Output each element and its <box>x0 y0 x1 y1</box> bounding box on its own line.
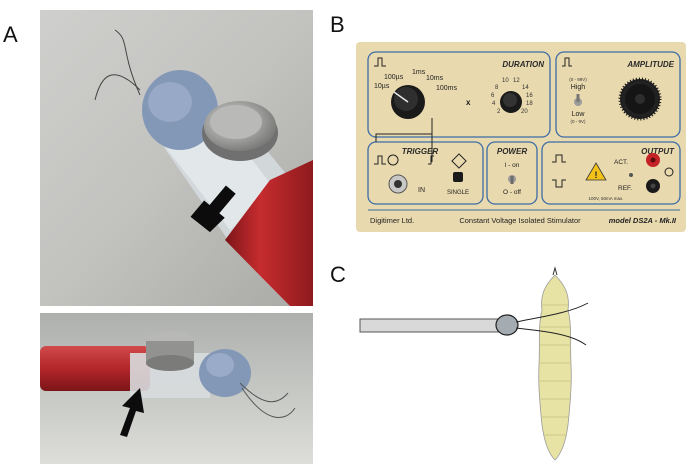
trigger-title: TRIGGER <box>402 147 439 156</box>
dial-number-20: 20 <box>521 109 528 115</box>
panel-letter-c: C <box>330 262 346 287</box>
svg-text:!: ! <box>595 170 598 180</box>
dial-number-6: 6 <box>491 93 495 99</box>
dial-number-2: 2 <box>497 109 501 115</box>
power-off-label: O - off <box>503 189 521 196</box>
electrode-holder-photo-top-image <box>40 10 313 306</box>
dial-number-18: 18 <box>526 101 533 107</box>
glass-capillary <box>359 318 509 333</box>
wire-upper <box>515 302 589 323</box>
amp-low-label: Low <box>572 111 586 118</box>
dial-number-14: 14 <box>522 85 529 91</box>
electrode-tip <box>495 314 519 336</box>
larva-body <box>538 266 572 461</box>
power-section <box>486 141 538 205</box>
amplitude-range-switch[interactable] <box>574 94 582 106</box>
active-output-label: ACT. <box>614 159 628 166</box>
trigger-single-label: SINGLE <box>447 190 469 196</box>
amplitude-knob[interactable] <box>618 77 662 121</box>
trigger-in-label: IN <box>418 187 425 194</box>
reference-output-label: REF. <box>618 185 632 192</box>
dial-number-12: 12 <box>513 78 520 84</box>
duration-title: DURATION <box>502 60 544 69</box>
trigger-input-icon <box>387 154 399 166</box>
power-switch[interactable] <box>508 175 516 184</box>
pulse-amplitude-icon <box>562 57 572 67</box>
panel-letter-a: A <box>3 22 18 47</box>
output-arrow-icon <box>664 167 674 177</box>
amp-high-label: High <box>571 84 586 91</box>
panel-letter-b: B <box>330 12 345 37</box>
multiplier-sign: x <box>466 98 471 107</box>
pulse-width-icon <box>374 57 386 67</box>
wire-lower <box>515 327 587 346</box>
range-label-10ms: 10ms <box>426 75 444 82</box>
amp-high-range: (0 - 99V) <box>569 77 587 82</box>
duration-multiplier-knob[interactable] <box>500 91 522 113</box>
amplitude-section <box>555 51 681 138</box>
range-label-100us: 100µs <box>384 74 404 81</box>
model-label: model DS2A - Mk.II <box>609 216 677 225</box>
dial-number-10: 10 <box>502 78 509 84</box>
trigger-edge-icon <box>428 155 434 165</box>
dial-number-16: 16 <box>526 93 533 99</box>
duration-range-knob[interactable] <box>391 85 425 119</box>
reference-output-socket[interactable] <box>646 179 660 193</box>
larva-electrode-schematic <box>350 265 685 465</box>
negative-pulse-icon <box>552 179 566 188</box>
trigger-section <box>367 141 484 205</box>
positive-pulse-icon <box>552 154 566 163</box>
output-indicator-led <box>629 173 633 177</box>
stimulator-front-panel: DURATION AMPLITUDE TRIGGER POWER OUTPUT … <box>356 42 686 232</box>
range-label-10us: 10µs <box>374 83 390 90</box>
range-label-1ms: 1ms <box>412 69 426 76</box>
larva-schematic-svg <box>359 266 589 461</box>
power-title: POWER <box>497 147 527 156</box>
dial-number-4: 4 <box>492 101 496 107</box>
arrow-indicator-top <box>190 185 236 233</box>
electrode-holder-photo-top <box>40 10 313 306</box>
trigger-bnc-connector[interactable] <box>388 174 408 194</box>
electrode-holder-photo-bottom <box>40 313 313 464</box>
stimulator-panel-svg: DURATION AMPLITUDE TRIGGER POWER OUTPUT … <box>356 42 686 232</box>
power-on-label: I - on <box>505 162 520 169</box>
output-spec-label: 100V, 50mA max. <box>588 196 623 201</box>
arrow-indicator-bottom <box>120 388 144 437</box>
electrode-holder-photo-bottom-image <box>40 313 313 464</box>
brand-label: Digitimer Ltd. <box>370 216 414 225</box>
dial-number-8: 8 <box>495 85 499 91</box>
amp-low-range: (0 - 9V) <box>570 119 586 124</box>
range-label-100ms: 100ms <box>436 85 458 92</box>
product-label: Constant Voltage Isolated Stimulator <box>459 216 581 225</box>
trigger-single-button[interactable] <box>453 172 463 182</box>
active-output-socket[interactable] <box>646 153 660 167</box>
duration-section <box>367 51 551 138</box>
output-title: OUTPUT <box>641 147 675 156</box>
output-section <box>541 141 681 205</box>
trigger-pulse-icon <box>374 155 386 165</box>
warning-icon: ! <box>585 162 607 181</box>
amplitude-title: AMPLITUDE <box>626 60 674 69</box>
trigger-single-button-icon <box>451 153 467 169</box>
